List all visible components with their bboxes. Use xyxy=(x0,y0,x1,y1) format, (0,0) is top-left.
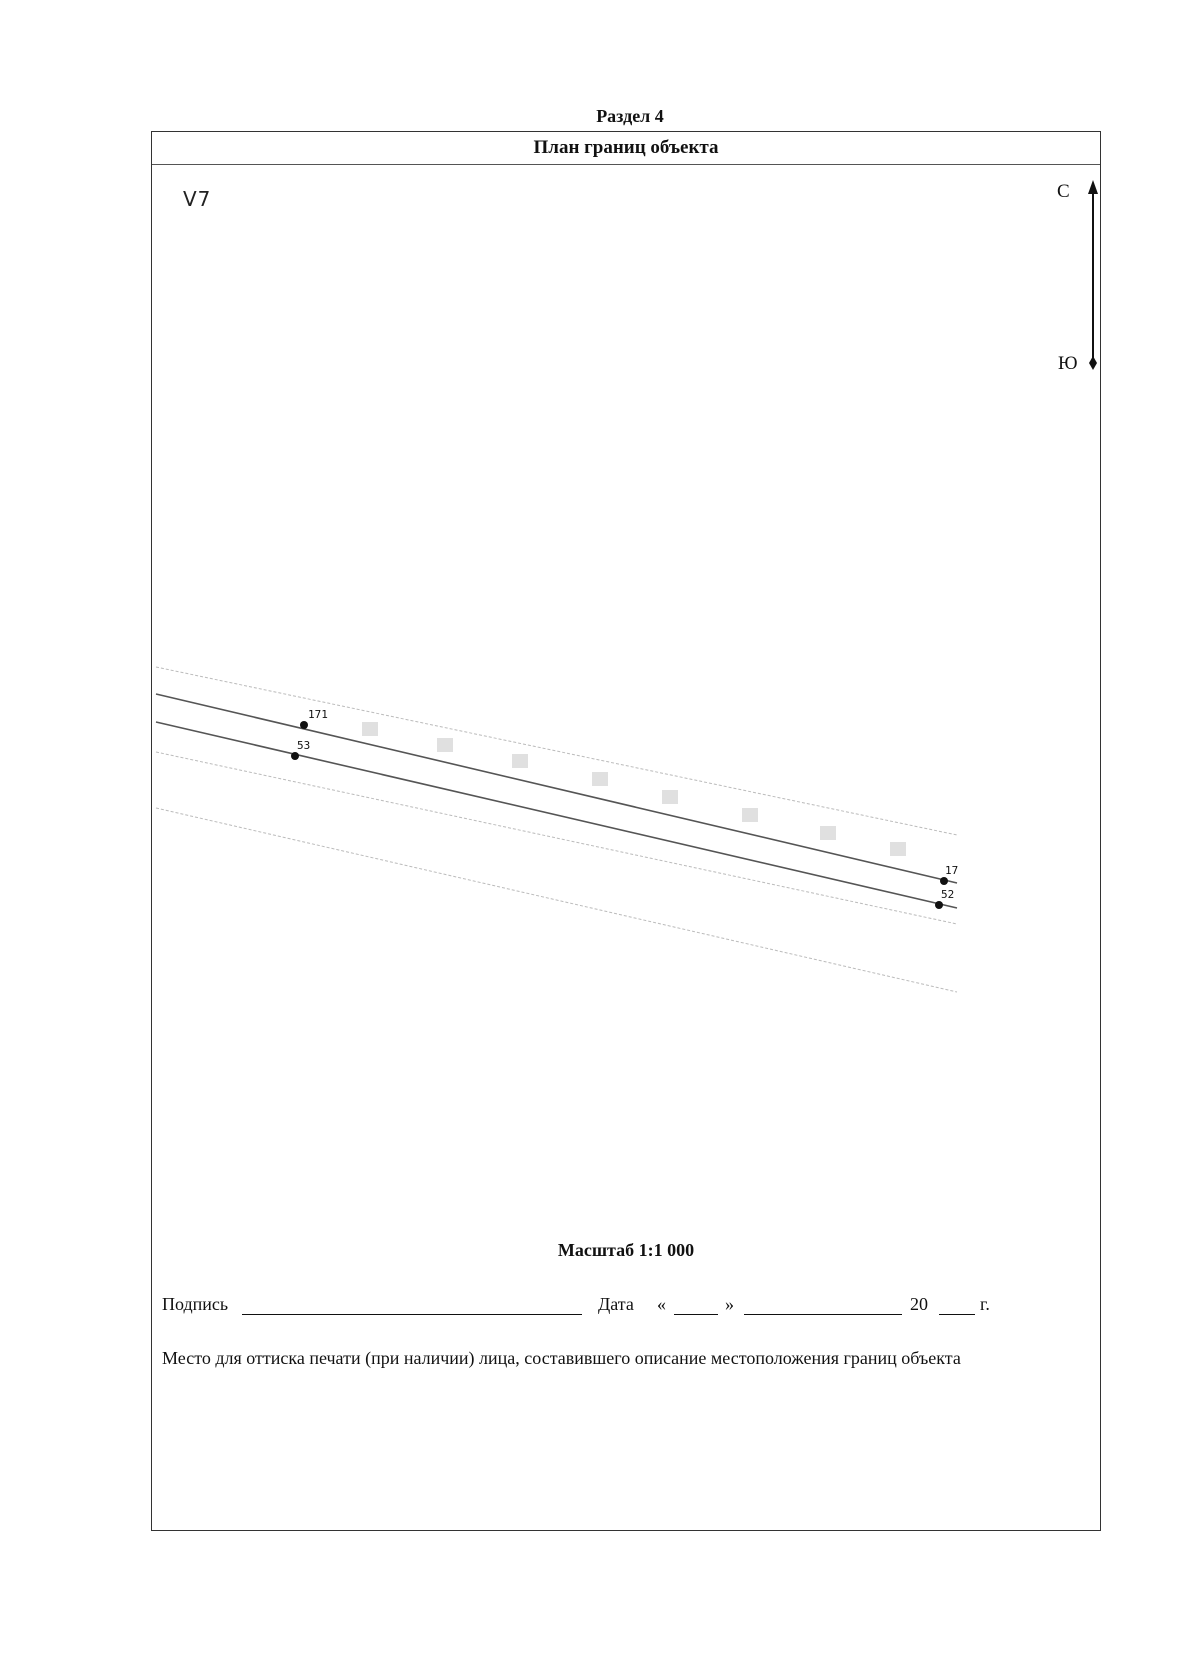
month-line[interactable] xyxy=(744,1314,902,1315)
background-line xyxy=(155,751,958,925)
north-arrow-icon xyxy=(1088,180,1098,370)
plan-frame: План границ объекта V7 С Ю 171 53 xyxy=(151,131,1101,1531)
boundary-point-53 xyxy=(291,752,299,760)
boundary-line xyxy=(155,721,958,909)
point-label-53: 53 xyxy=(297,739,310,752)
background-line xyxy=(155,666,958,836)
plan-title: План границ объекта xyxy=(152,132,1100,165)
scale-label: Масштаб 1:1 000 xyxy=(557,1240,695,1260)
open-quote: « xyxy=(657,1294,666,1314)
close-quote: » xyxy=(725,1294,734,1314)
date-label: Дата xyxy=(598,1294,634,1314)
point-label-171: 171 xyxy=(308,708,328,721)
sheet-code: V7 xyxy=(183,187,212,211)
signature-line[interactable] xyxy=(242,1314,582,1315)
day-line[interactable] xyxy=(674,1314,718,1315)
section-label: Раздел 4 xyxy=(596,106,664,126)
boundary-line xyxy=(155,693,958,884)
year-line[interactable] xyxy=(939,1314,975,1315)
south-label: Ю xyxy=(1058,353,1078,374)
boundary-point-17 xyxy=(940,877,948,885)
hatch-marks xyxy=(362,722,906,856)
north-label: С xyxy=(1057,181,1070,202)
background-line xyxy=(155,807,958,993)
boundary-point-52 xyxy=(935,901,943,909)
year-prefix: 20 xyxy=(910,1294,928,1314)
point-label-52: 52 xyxy=(941,888,954,901)
signature-row: Подпись Дата « » 20 г. xyxy=(162,1294,1062,1318)
boundary-point-171 xyxy=(300,721,308,729)
stamp-text: Место для оттиска печати (при наличии) л… xyxy=(162,1348,961,1368)
point-label-17: 17 xyxy=(945,864,958,877)
boundary-plan: 171 53 17 52 xyxy=(155,666,958,993)
year-suffix: г. xyxy=(980,1294,990,1314)
signature-label: Подпись xyxy=(162,1294,229,1314)
